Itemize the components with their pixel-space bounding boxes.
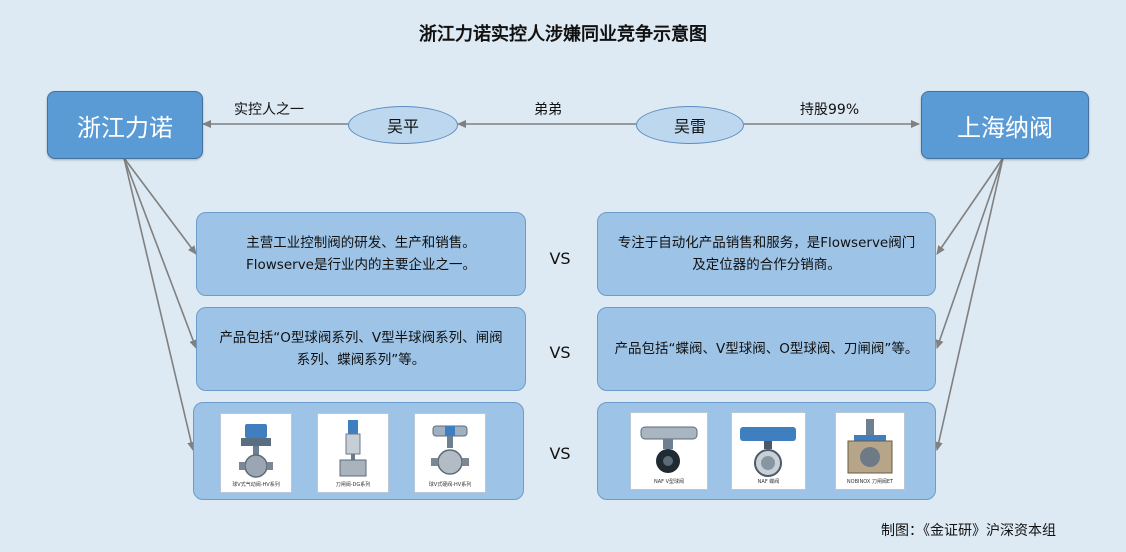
nobinox-knife-gate-valve-icon: [847, 419, 893, 474]
vs-label-products: VS: [549, 343, 571, 362]
product-caption: 球V式气动阀-HV系列: [232, 482, 280, 488]
v-ball-valve-icon: [239, 424, 273, 478]
company-shanghai-nafa: 上海纳阀: [921, 91, 1089, 159]
person-wulei: 吴雷: [636, 106, 744, 144]
product-thumb-ball-valve: 球V式硬阀-HV系列: [414, 413, 486, 493]
card-nafa-products: 产品包括“蝶阀、V型球阀、O型球阀、刀闸阀”等。: [597, 307, 936, 391]
card-line: 专注于自动化产品销售和服务，是Flowserve阀门: [617, 235, 916, 251]
card-linuo-products: 产品包括“O型球阀系列、V型半球阀系列、闸阀 系列、蝶阀系列”等。: [196, 307, 526, 391]
product-caption: 球V式硬阀-HV系列: [428, 482, 472, 488]
edge-label-controller: 实控人之一: [234, 102, 304, 118]
vs-label-business: VS: [549, 249, 571, 268]
product-caption: NOBINOX 刀闸阀ET: [846, 479, 894, 485]
card-line: 产品包括“蝶阀、V型球阀、O型球阀、刀闸阀”等。: [614, 341, 919, 357]
card-line: 及定位器的合作分销商。: [692, 257, 841, 273]
person-wuping: 吴平: [348, 106, 458, 144]
arrow-nafa-to-images: [934, 157, 1004, 451]
card-line: 产品包括“O型球阀系列、V型半球阀系列、闸阀: [219, 330, 503, 346]
card-line: 主营工业控制阀的研发、生产和销售。: [246, 235, 476, 251]
person-wulei-label: 吴雷: [673, 117, 706, 136]
product-thumb-nobinox-knife-gate: NOBINOX 刀闸阀ET: [835, 412, 905, 490]
card-line: 系列、蝶阀系列”等。: [296, 352, 426, 368]
product-thumb-knife-gate-valve: 刀闸阀-DG系列: [317, 413, 389, 493]
knife-gate-valve-icon: [339, 420, 367, 477]
card-line: Flowserve是行业内的主要企业之一。: [245, 257, 476, 273]
naf-v-ball-valve-icon: [640, 426, 698, 473]
edge-label-brother: 弟弟: [534, 102, 562, 118]
chart-credit: 制图：《金证研》沪深资本组: [881, 523, 1056, 539]
arrow-linuo-to-business: [123, 157, 197, 255]
product-thumb-v-ball-valve: 球V式气动阀-HV系列: [220, 413, 292, 493]
edge-label-holding: 持股99%: [800, 102, 860, 118]
company-right-label: 上海纳阀: [957, 113, 1053, 142]
arrow-linuo-to-images: [123, 157, 196, 451]
product-caption: NAF 蝶阀: [757, 479, 780, 485]
company-left-label: 浙江力诺: [77, 113, 173, 142]
card-nafa-business: 专注于自动化产品销售和服务，是Flowserve阀门 及定位器的合作分销商。: [597, 212, 936, 296]
arrow-linuo-to-products: [123, 157, 197, 349]
card-linuo-business: 主营工业控制阀的研发、生产和销售。 Flowserve是行业内的主要企业之一。: [196, 212, 526, 296]
product-caption: NAF V型球阀: [653, 479, 685, 485]
product-caption: 刀闸阀-DG系列: [335, 482, 371, 488]
diagram-title: 浙江力诺实控人涉嫌同业竞争示意图: [419, 24, 707, 45]
ball-valve-icon: [431, 425, 469, 475]
arrow-nafa-to-business: [936, 157, 1004, 255]
arrow-nafa-to-products: [935, 157, 1004, 349]
naf-butterfly-valve-icon: [740, 427, 796, 477]
product-thumb-naf-butterfly-valve: NAF 蝶阀: [731, 412, 806, 490]
person-wuping-label: 吴平: [386, 117, 419, 136]
company-zhejiang-linuo: 浙江力诺: [47, 91, 203, 159]
product-thumb-naf-v-ball-valve: NAF V型球阀: [630, 412, 708, 490]
vs-label-images: VS: [549, 444, 571, 463]
